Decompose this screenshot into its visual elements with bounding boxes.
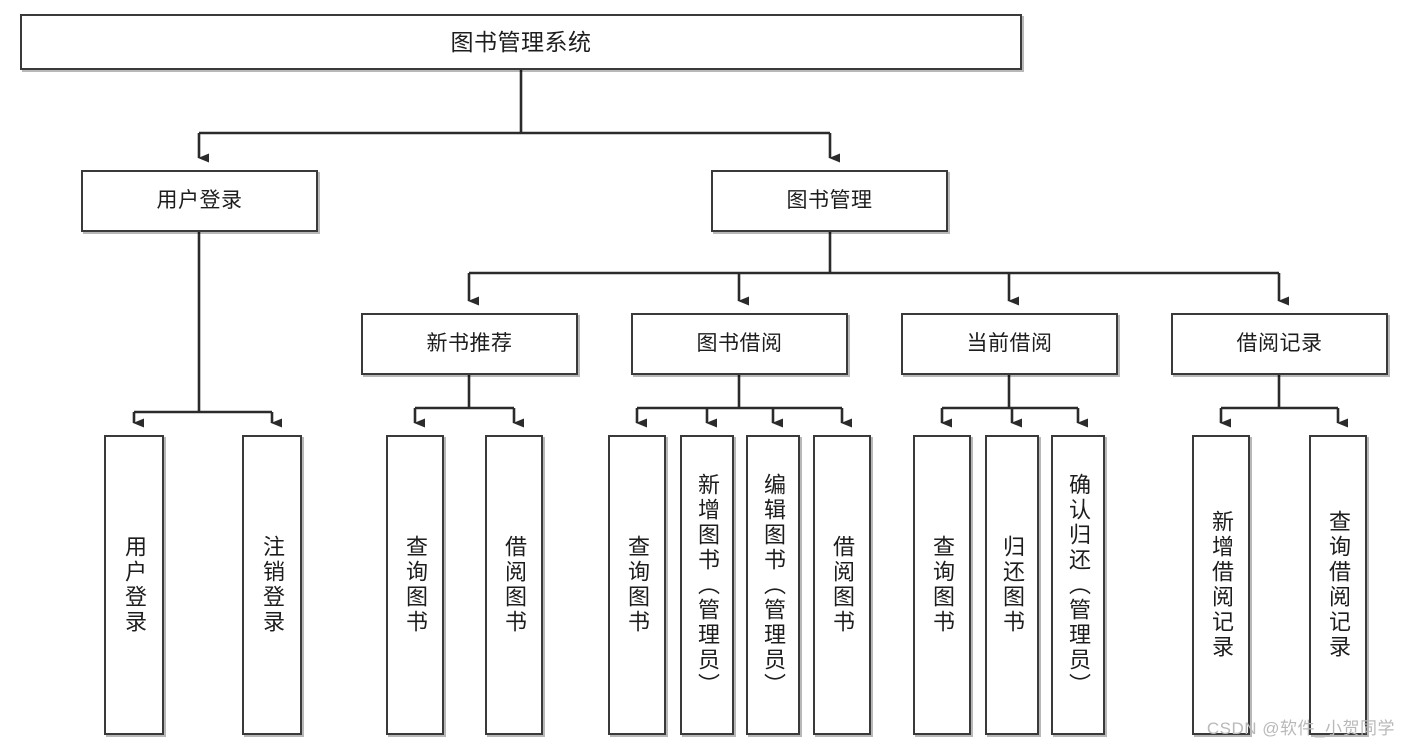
node-leaf-user-login[interactable]: 用户登录: [104, 435, 164, 735]
node-book-borrow[interactable]: 图书借阅: [631, 313, 848, 375]
node-label: 用户登录: [156, 188, 243, 212]
node-user-login[interactable]: 用户登录: [81, 170, 318, 232]
node-borrow-record[interactable]: 借阅记录: [1171, 313, 1388, 375]
node-label: 图书管理: [786, 188, 873, 212]
node-leaf-query-record[interactable]: 查询借阅记录: [1309, 435, 1367, 735]
node-label: 当前借阅: [966, 331, 1053, 355]
node-label: 注销登录: [260, 535, 285, 635]
node-leaf-query-book-3[interactable]: 查询图书: [913, 435, 971, 735]
node-label: 新书推荐: [426, 331, 513, 355]
node-label: 查询图书: [625, 535, 650, 635]
node-label: 查询图书: [403, 535, 428, 635]
node-new-book-recommend[interactable]: 新书推荐: [361, 313, 578, 375]
node-root-system[interactable]: 图书管理系统: [20, 14, 1022, 70]
node-label: 图书借阅: [696, 331, 783, 355]
node-label: 借阅图书: [502, 535, 527, 635]
node-leaf-edit-book[interactable]: 编辑图书（管理员）: [746, 435, 800, 735]
node-label: 归还图书: [1000, 535, 1025, 635]
node-label: 编辑图书（管理员）: [761, 472, 786, 698]
node-label: 新增借阅记录: [1209, 510, 1234, 660]
node-label: 查询借阅记录: [1326, 510, 1351, 660]
csdn-watermark: CSDN @软件_小贺同学: [1206, 719, 1395, 738]
node-label: 图书管理系统: [450, 28, 592, 55]
node-leaf-confirm-return[interactable]: 确认归还（管理员）: [1051, 435, 1105, 735]
node-leaf-borrow-book-2[interactable]: 借阅图书: [813, 435, 871, 735]
node-leaf-add-book[interactable]: 新增图书（管理员）: [680, 435, 734, 735]
node-leaf-return-book[interactable]: 归还图书: [985, 435, 1039, 735]
node-leaf-borrow-book-1[interactable]: 借阅图书: [485, 435, 543, 735]
node-book-management[interactable]: 图书管理: [711, 170, 948, 232]
node-label: 借阅记录: [1236, 331, 1323, 355]
node-current-borrow[interactable]: 当前借阅: [901, 313, 1118, 375]
node-label: 新增图书（管理员）: [695, 472, 720, 698]
node-leaf-add-record[interactable]: 新增借阅记录: [1192, 435, 1250, 735]
node-leaf-query-book-2[interactable]: 查询图书: [608, 435, 666, 735]
node-label: 借阅图书: [830, 535, 855, 635]
node-label: 确认归还（管理员）: [1066, 472, 1091, 698]
node-label: 查询图书: [930, 535, 955, 635]
node-label: 用户登录: [122, 535, 147, 635]
node-leaf-logout[interactable]: 注销登录: [242, 435, 302, 735]
node-leaf-query-book-1[interactable]: 查询图书: [386, 435, 444, 735]
